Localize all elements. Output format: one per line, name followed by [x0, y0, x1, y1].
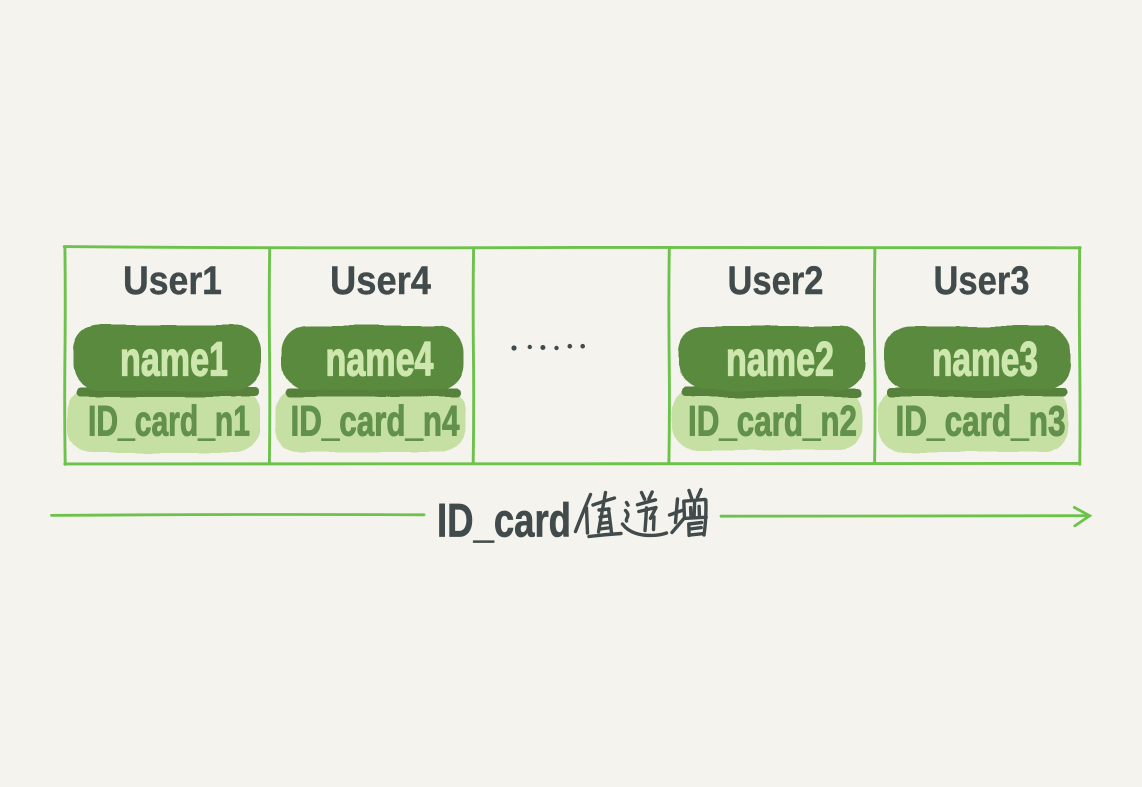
svg-text:name2: name2	[726, 334, 834, 387]
svg-text:User4: User4	[330, 259, 432, 303]
svg-text:ID_card_n1: ID_card_n1	[88, 399, 250, 446]
svg-text:ID_card_n2: ID_card_n2	[688, 399, 857, 446]
svg-text:User3: User3	[934, 259, 1030, 303]
svg-text:name1: name1	[120, 334, 228, 387]
svg-text:ID_card_n3: ID_card_n3	[896, 399, 1066, 446]
svg-text:User1: User1	[123, 259, 222, 303]
svg-text:name4: name4	[326, 334, 434, 387]
svg-text:ID_card_n4: ID_card_n4	[291, 399, 460, 446]
svg-text:name3: name3	[932, 334, 1038, 387]
svg-text:ID_card: ID_card	[437, 494, 571, 547]
svg-text:User2: User2	[728, 259, 824, 303]
